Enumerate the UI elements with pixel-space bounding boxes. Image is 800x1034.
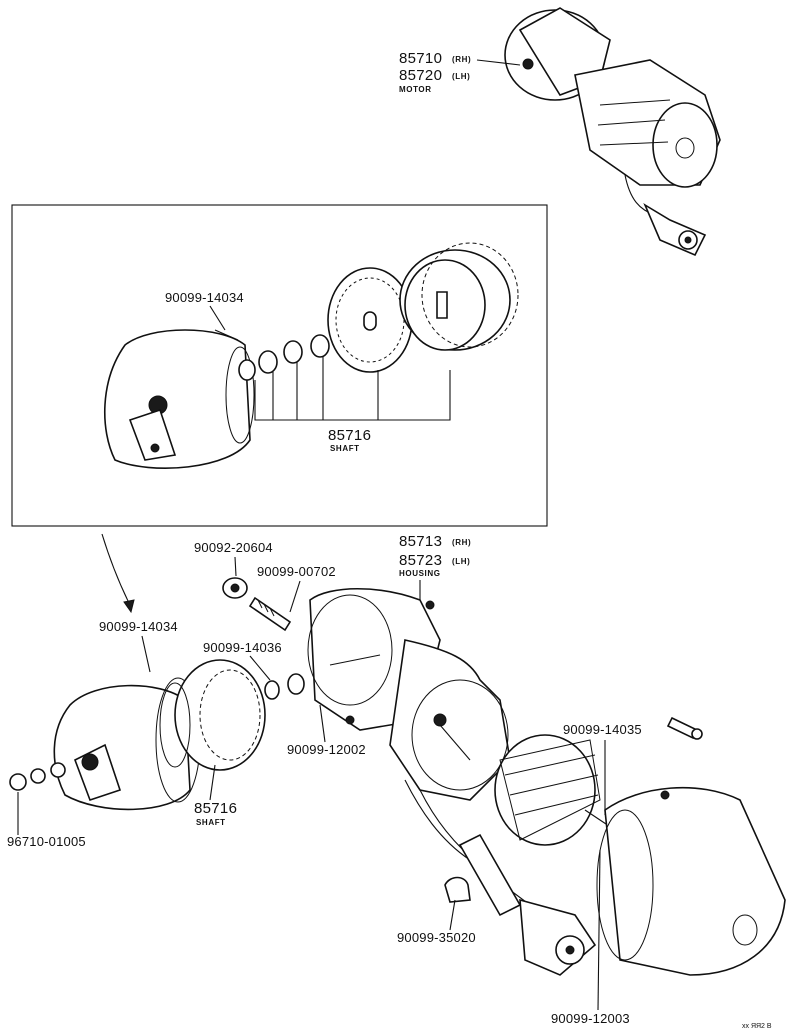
stud-part	[248, 596, 292, 632]
motor-lh-side: (LH)	[452, 72, 470, 81]
inset-gear-disc	[327, 267, 413, 373]
lower-shaft-name: SHAFT	[196, 818, 226, 827]
nut-part	[222, 577, 248, 599]
inset-cover-part-no: 90099-14034	[165, 290, 244, 305]
housing-part	[307, 588, 511, 801]
inset-shaft-part-no: 85716	[328, 427, 371, 444]
housing-rh-side: (RH)	[452, 538, 471, 547]
lower-gear-part	[159, 659, 266, 771]
nut-part-no: 90092-20604	[194, 540, 273, 555]
yoke-part	[596, 786, 786, 976]
housing-lh-side: (LH)	[452, 557, 470, 566]
detail-inset-box	[11, 204, 548, 527]
inset-cover	[103, 329, 255, 469]
nut-set-part	[9, 762, 66, 791]
housing-lh-part-no: 85723	[399, 552, 442, 569]
motor-name: MOTOR	[399, 85, 432, 94]
lower-washers	[264, 673, 305, 700]
inset-washers	[238, 334, 330, 381]
clamp-part-no: 90099-35020	[397, 930, 476, 945]
motor-rh-part-no: 85710	[399, 50, 442, 67]
leader-motor	[476, 59, 521, 66]
detail-arrow	[101, 533, 131, 606]
nut-set-part-no: 96710-01005	[7, 834, 86, 849]
lower-shaft-part-no: 85716	[194, 800, 237, 817]
motor-rh-side: (RH)	[452, 55, 471, 64]
screw-part	[666, 716, 703, 740]
washer-part-no: 90099-14036	[203, 640, 282, 655]
housing-name: HOUSING	[399, 569, 441, 578]
motor-assembly	[504, 7, 721, 257]
lower-cover-part	[53, 677, 201, 811]
clamp-part	[444, 876, 471, 903]
footer-code: xx ЯЯ2 B	[742, 1023, 772, 1030]
housing-rh-part-no: 85713	[399, 533, 442, 550]
screw-part-no: 90099-14035	[563, 722, 642, 737]
wire-harness	[404, 779, 597, 976]
stud-part-no: 90099-00702	[257, 564, 336, 579]
oring-part-no: 90099-12003	[551, 1011, 630, 1026]
lower-cover-part-no: 90099-14034	[99, 619, 178, 634]
armature-part	[494, 734, 616, 846]
gasket-part-no: 90099-12002	[287, 742, 366, 757]
motor-lh-part-no: 85720	[399, 67, 442, 84]
inset-shaft-name: SHAFT	[330, 444, 360, 453]
inset-gear-wheel	[399, 242, 519, 351]
